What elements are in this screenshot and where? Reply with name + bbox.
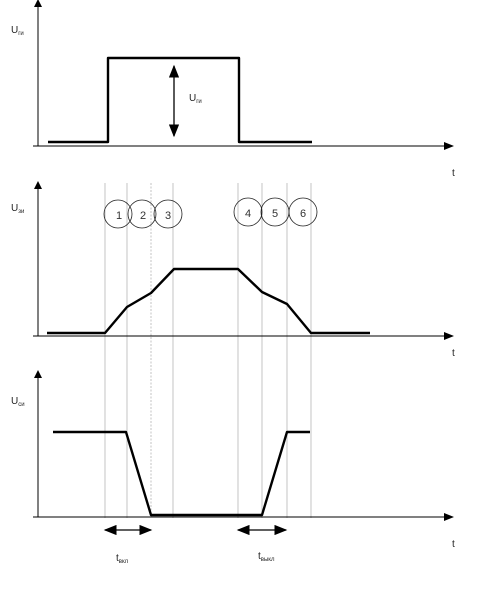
stage-number-2: 2 [140,210,146,222]
bottom-y-axis-label: Uси [11,396,25,408]
stage-circle-6 [288,197,318,227]
stage-number-5: 5 [272,208,278,220]
turn-off-time-label: tвыкл [258,551,275,563]
middle-x-axis-label: t [452,348,455,359]
bottom-plot: Uси t tвкл tвыкл [11,370,455,565]
transition-guides [104,183,312,518]
stage-number-6: 6 [300,208,306,220]
stage-circle-1 [103,199,133,229]
top-x-axis-label: t [452,168,455,179]
bottom-x-axis-label: t [452,539,455,550]
stage-circle-3 [153,199,183,229]
stage-markers: 1 2 3 4 5 6 [103,197,318,229]
middle-plot: Uзи t 1 2 3 4 5 6 [11,181,455,359]
stage-number-3: 3 [165,210,171,222]
top-y-axis-label: Uги [11,25,24,37]
middle-y-axis-label: Uзи [11,203,24,215]
gate-source-voltage-curve [47,267,370,335]
stage-circle-2 [127,199,157,229]
amplitude-label: Uги [189,93,202,105]
stage-number-1: 1 [116,210,122,222]
stage-circle-4 [233,197,263,227]
turn-on-time-label: tвкл [116,553,129,565]
gate-generator-pulse [48,56,312,144]
stage-number-4: 4 [245,208,251,220]
drain-source-voltage-curve [53,430,310,517]
top-plot: Uги t Uги [11,0,455,179]
